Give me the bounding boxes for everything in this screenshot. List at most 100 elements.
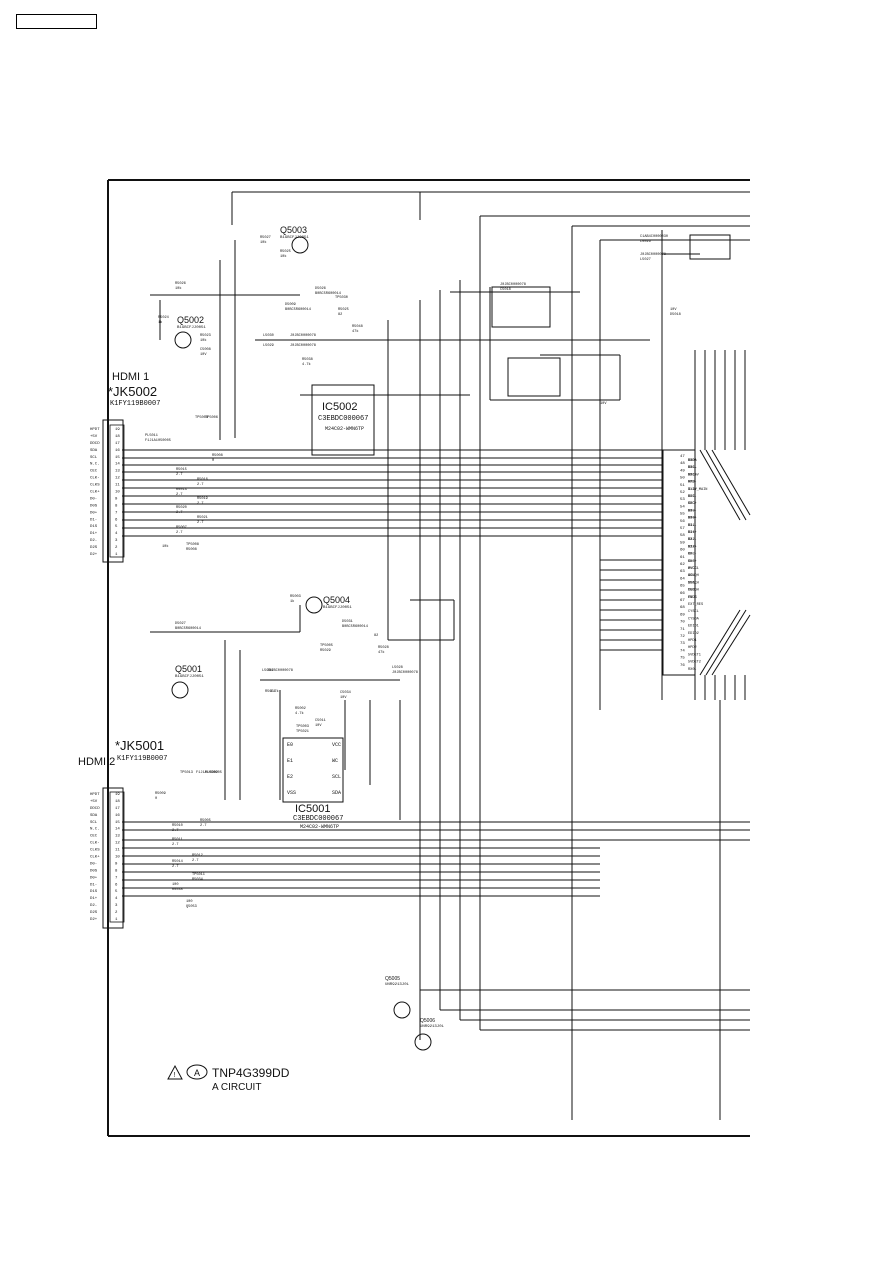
hdmi2-pin-number: 14 [115, 828, 120, 832]
hdmi2-pin-name: D0+ [90, 876, 98, 880]
right-pin-number: 59 [680, 541, 685, 545]
bus-signal-label: PVCC [688, 596, 697, 600]
hdmi1-pin-name: D2S [90, 546, 98, 550]
component-label: B0BC5R600014 [315, 292, 341, 296]
right-pin-number: 76 [680, 664, 685, 668]
hdmi1-pin-number: 4 [115, 532, 118, 536]
component-label: 2.7 [176, 531, 182, 535]
right-pin-number: 71 [680, 628, 685, 632]
component-label: 10k [162, 544, 168, 549]
q5004-part-a: B1GBCFJJ0051 [323, 606, 352, 610]
bus-signal-label: RX2+ [688, 488, 697, 492]
component-label: 2.7 [197, 502, 203, 506]
q5001-transistor [171, 681, 189, 699]
component-label: 2.7 [197, 521, 203, 525]
hdmi2-pin-name: DDCD [90, 807, 100, 811]
component-label: R5034 [192, 878, 203, 882]
hdmi1-pin-number: 19 [115, 428, 120, 432]
hdmi1-pin-name: CLKS [90, 484, 100, 488]
hdmi2-pin-name: D2+ [90, 918, 98, 922]
component-label: R5011 [172, 838, 183, 842]
component-label: R5031 [265, 690, 276, 694]
hdmi1-pin-name: D1- [90, 518, 97, 522]
bus-signal-label: D0+ [688, 517, 694, 521]
component-label: B0BC5R600014 [175, 627, 201, 631]
hdmi1-pin-name: CLK- [90, 477, 100, 481]
hdmi1-pin-name: D1S [90, 525, 98, 529]
hdmi2-pin-number: 16 [115, 814, 120, 818]
hdmi1-pin-name: D2+ [90, 553, 98, 557]
component-label: C5008 [200, 348, 211, 352]
bus-signal-label: SCL_H [688, 574, 699, 578]
q5006-transistor [414, 1033, 432, 1051]
hdmi1-pin-name: D0- [90, 497, 97, 501]
component-label: PL5002 [205, 771, 218, 775]
component-label: R5016 [197, 478, 208, 482]
component-label: R5014 [172, 860, 183, 864]
hdmi2-pin-name: D1- [90, 883, 97, 887]
right-pin-number: 73 [680, 642, 685, 646]
component-label: R5019 [197, 497, 208, 501]
component-label: R5048 [352, 325, 363, 329]
hdmi1-pin-number: 6 [115, 518, 118, 522]
hdmi2-pin-name: SDA [90, 814, 98, 818]
component-label: F1J1A1050005 [196, 771, 222, 775]
component-label: R5024 [158, 316, 169, 320]
component-label: TP5008 [186, 543, 199, 547]
component-label: R5035 [172, 888, 183, 892]
component-label: J0JBC0000078 [290, 344, 316, 348]
hdmi1-pin-number: 5 [115, 525, 118, 529]
hdmi1-pin-number: 18 [115, 435, 120, 439]
component-label: 2.7 [176, 511, 182, 515]
component-label: 10V [315, 724, 322, 728]
q5006-ref: Q5006 [420, 1018, 435, 1024]
ic5001-pin-right: SDA [332, 790, 341, 796]
circuit-name: A CIRCUIT [212, 1082, 261, 1093]
right-pin-number: 60 [680, 549, 685, 553]
right-pin-number: 48 [680, 462, 685, 466]
hdmi2-pin-number: 10 [115, 856, 120, 860]
hdmi2-pin-name: CLKS [90, 849, 100, 853]
component-label: R5020 [176, 506, 187, 510]
right-pin-number: 56 [680, 520, 685, 524]
hdmi2-pin-number: 17 [115, 807, 120, 811]
component-label: TP5030 [335, 296, 348, 300]
component-label: D5027 [175, 622, 186, 626]
component-label: R5021 [197, 516, 208, 520]
hdmi2-pin-number: 6 [115, 883, 118, 887]
bus-signal-label: D1- [688, 524, 694, 528]
right-pin-number: 69 [680, 613, 685, 617]
circuit-letter-circle [186, 1064, 208, 1080]
q5001-ref: Q5001 [175, 664, 202, 674]
ic5002-chip [311, 384, 375, 456]
component-label: 2.7 [172, 865, 178, 869]
bus-signal-label: RX2- [688, 481, 697, 485]
bus-signal-label: RX2- [688, 538, 697, 542]
hdmi1-pin-name: CEC [90, 470, 98, 474]
hdmi1-pin-number: 10 [115, 491, 120, 495]
hdmi1-pin-number: 7 [115, 511, 118, 515]
component-label: 10V [600, 402, 607, 406]
component-label: 10V [670, 308, 677, 312]
component-label: J0JBC0000078 [392, 671, 418, 675]
right-pin-number: 75 [680, 657, 685, 661]
component-label: R5007 [176, 526, 187, 530]
bus-signal-label: RX1- [688, 466, 697, 470]
hdmi2-pin-name: D0- [90, 862, 97, 866]
ic5002-ref: IC5002 [322, 401, 357, 413]
bus-signal-label: RX0+ [688, 517, 697, 521]
bus-signal-label: CBUS [688, 596, 697, 600]
component-label: 10k [175, 286, 181, 291]
hdmi1-pin-name: D0+ [90, 511, 98, 515]
right-pin-number: 65 [680, 585, 685, 589]
q5004-ref: Q5004 [323, 595, 350, 605]
component-label: R5015 [176, 468, 187, 472]
bus-signal-labels: DSDADSCLDDC5VHPD3.3V_MAINDCICECD0-D0+D1-… [688, 459, 707, 672]
right-pin-number: 51 [680, 484, 685, 488]
wiring [122, 191, 751, 1120]
bus-signal-label: RX1+ [688, 531, 697, 535]
bus-signal-label: RXC+ [688, 560, 697, 564]
component-label: 0 [212, 459, 214, 463]
component-label: R5002 [295, 707, 306, 711]
